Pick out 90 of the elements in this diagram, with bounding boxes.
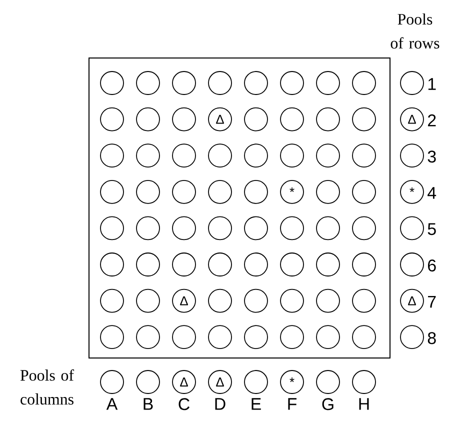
pool-circle — [352, 252, 376, 276]
row-number: 8 — [428, 332, 436, 344]
pool-circle — [100, 252, 124, 276]
pool-circle — [244, 107, 268, 132]
pool-circle — [400, 144, 424, 168]
pool-circle — [100, 370, 124, 394]
column-letter: G — [322, 398, 334, 410]
pool-circle — [244, 180, 268, 204]
pool-circle — [208, 180, 232, 204]
pool-circle — [316, 325, 340, 350]
pool-circle — [100, 144, 124, 168]
pool-circle — [100, 71, 124, 95]
pool-circle — [100, 107, 124, 132]
pool-circle — [352, 107, 376, 132]
column-letter: D — [215, 398, 226, 410]
pool-circle — [172, 107, 196, 132]
pool-circle — [352, 71, 376, 95]
pool-circle — [208, 144, 232, 168]
column-letter: C — [178, 398, 190, 410]
pool-circle — [100, 288, 124, 313]
pool-circle — [352, 180, 376, 204]
row-number: 5 — [428, 223, 436, 236]
pool-circle — [352, 216, 376, 240]
column-letter: A — [106, 398, 118, 410]
pool-circle — [400, 252, 424, 276]
pool-circle — [100, 325, 124, 350]
pool-circle — [352, 144, 376, 168]
pool-circle — [280, 252, 304, 276]
row-number: 7 — [428, 296, 436, 308]
pool-circle — [316, 216, 340, 240]
column-letter: E — [252, 398, 261, 410]
pool-circle — [280, 107, 304, 132]
pool-circle — [172, 252, 196, 276]
pool-circle — [352, 288, 376, 313]
pool-circle — [316, 144, 340, 168]
pool-circle — [136, 71, 160, 95]
pool-circle — [316, 288, 340, 313]
pool-circle — [136, 180, 160, 204]
pool-circle — [172, 144, 196, 168]
pool-circle — [100, 180, 124, 204]
pool-circle — [208, 288, 232, 313]
pool-circle — [136, 107, 160, 132]
pool-circle — [172, 325, 196, 350]
column-letter: B — [144, 398, 153, 410]
pool-circle — [244, 325, 268, 350]
rows-label: Pools of rows — [390, 13, 440, 49]
pool-circle — [244, 144, 268, 168]
pool-circle — [280, 325, 304, 350]
row-number: 3 — [428, 150, 436, 163]
pool-circle — [100, 216, 124, 240]
pool-circle — [136, 252, 160, 276]
pool-circle — [208, 216, 232, 240]
columns-label: Pools of columns — [20, 369, 74, 405]
pool-circle — [316, 180, 340, 204]
pool-circle — [352, 370, 376, 394]
row-number: 2 — [428, 114, 436, 126]
pool-circle — [136, 288, 160, 313]
pool-circle — [244, 252, 268, 276]
pool-circle — [280, 144, 304, 168]
pool-circle — [244, 216, 268, 240]
pool-circle — [280, 216, 304, 240]
pool-circle — [136, 325, 160, 350]
pool-circle — [280, 288, 304, 313]
pool-circle — [208, 71, 232, 95]
pool-circle — [172, 71, 196, 95]
pool-circle — [280, 71, 304, 95]
pool-circle — [400, 216, 424, 240]
pool-circle — [400, 325, 424, 350]
pool-circle — [316, 252, 340, 276]
pool-circle — [400, 71, 424, 95]
column-letter: H — [359, 398, 369, 410]
pool-circle — [244, 71, 268, 95]
pool-circle — [244, 288, 268, 313]
row-number: 1 — [428, 78, 436, 90]
pool-circle — [136, 370, 160, 394]
row-number: 4 — [428, 187, 436, 199]
pool-circle — [208, 325, 232, 350]
frame-box — [88, 58, 390, 358]
pool-circle — [244, 370, 268, 394]
column-letter: F — [288, 398, 296, 410]
pool-circle — [352, 325, 376, 350]
pool-circle — [136, 216, 160, 240]
pool-circle — [316, 71, 340, 95]
pool-circle — [172, 216, 196, 240]
pool-circle — [136, 144, 160, 168]
pool-circle — [172, 180, 196, 204]
pool-circle — [208, 252, 232, 276]
pool-circle — [316, 107, 340, 132]
pool-circle — [316, 370, 340, 394]
row-number: 6 — [428, 260, 436, 272]
